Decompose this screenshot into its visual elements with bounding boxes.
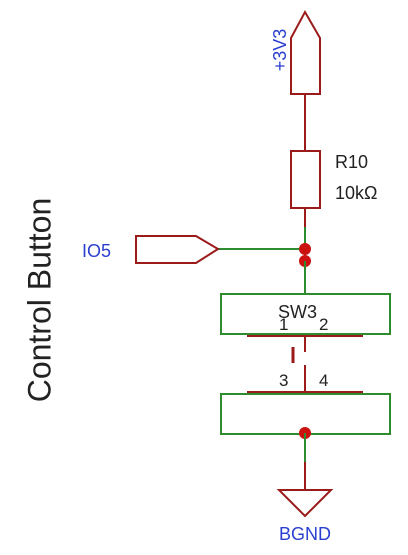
- io5-port-symbol: [135, 235, 220, 264]
- io5-label: IO5: [82, 241, 111, 261]
- diagram-title: Control Button: [21, 198, 57, 403]
- resistor-r10-body: [290, 150, 321, 209]
- resistor-value: 10kΩ: [335, 183, 377, 203]
- pin-label-3: 3: [279, 371, 288, 390]
- switch-designator: SW3: [278, 302, 317, 322]
- power-label: +3V3: [270, 29, 290, 72]
- pin-label-1: 1: [279, 315, 288, 334]
- ground-label: BGND: [279, 524, 331, 544]
- ground-symbol: [276, 489, 334, 518]
- power-arrow-symbol: [290, 9, 321, 95]
- resistor-designator: R10: [335, 152, 368, 172]
- junction-dot-node: [299, 243, 311, 255]
- pin-label-2: 2: [319, 315, 328, 334]
- pin-label-4: 4: [319, 371, 328, 390]
